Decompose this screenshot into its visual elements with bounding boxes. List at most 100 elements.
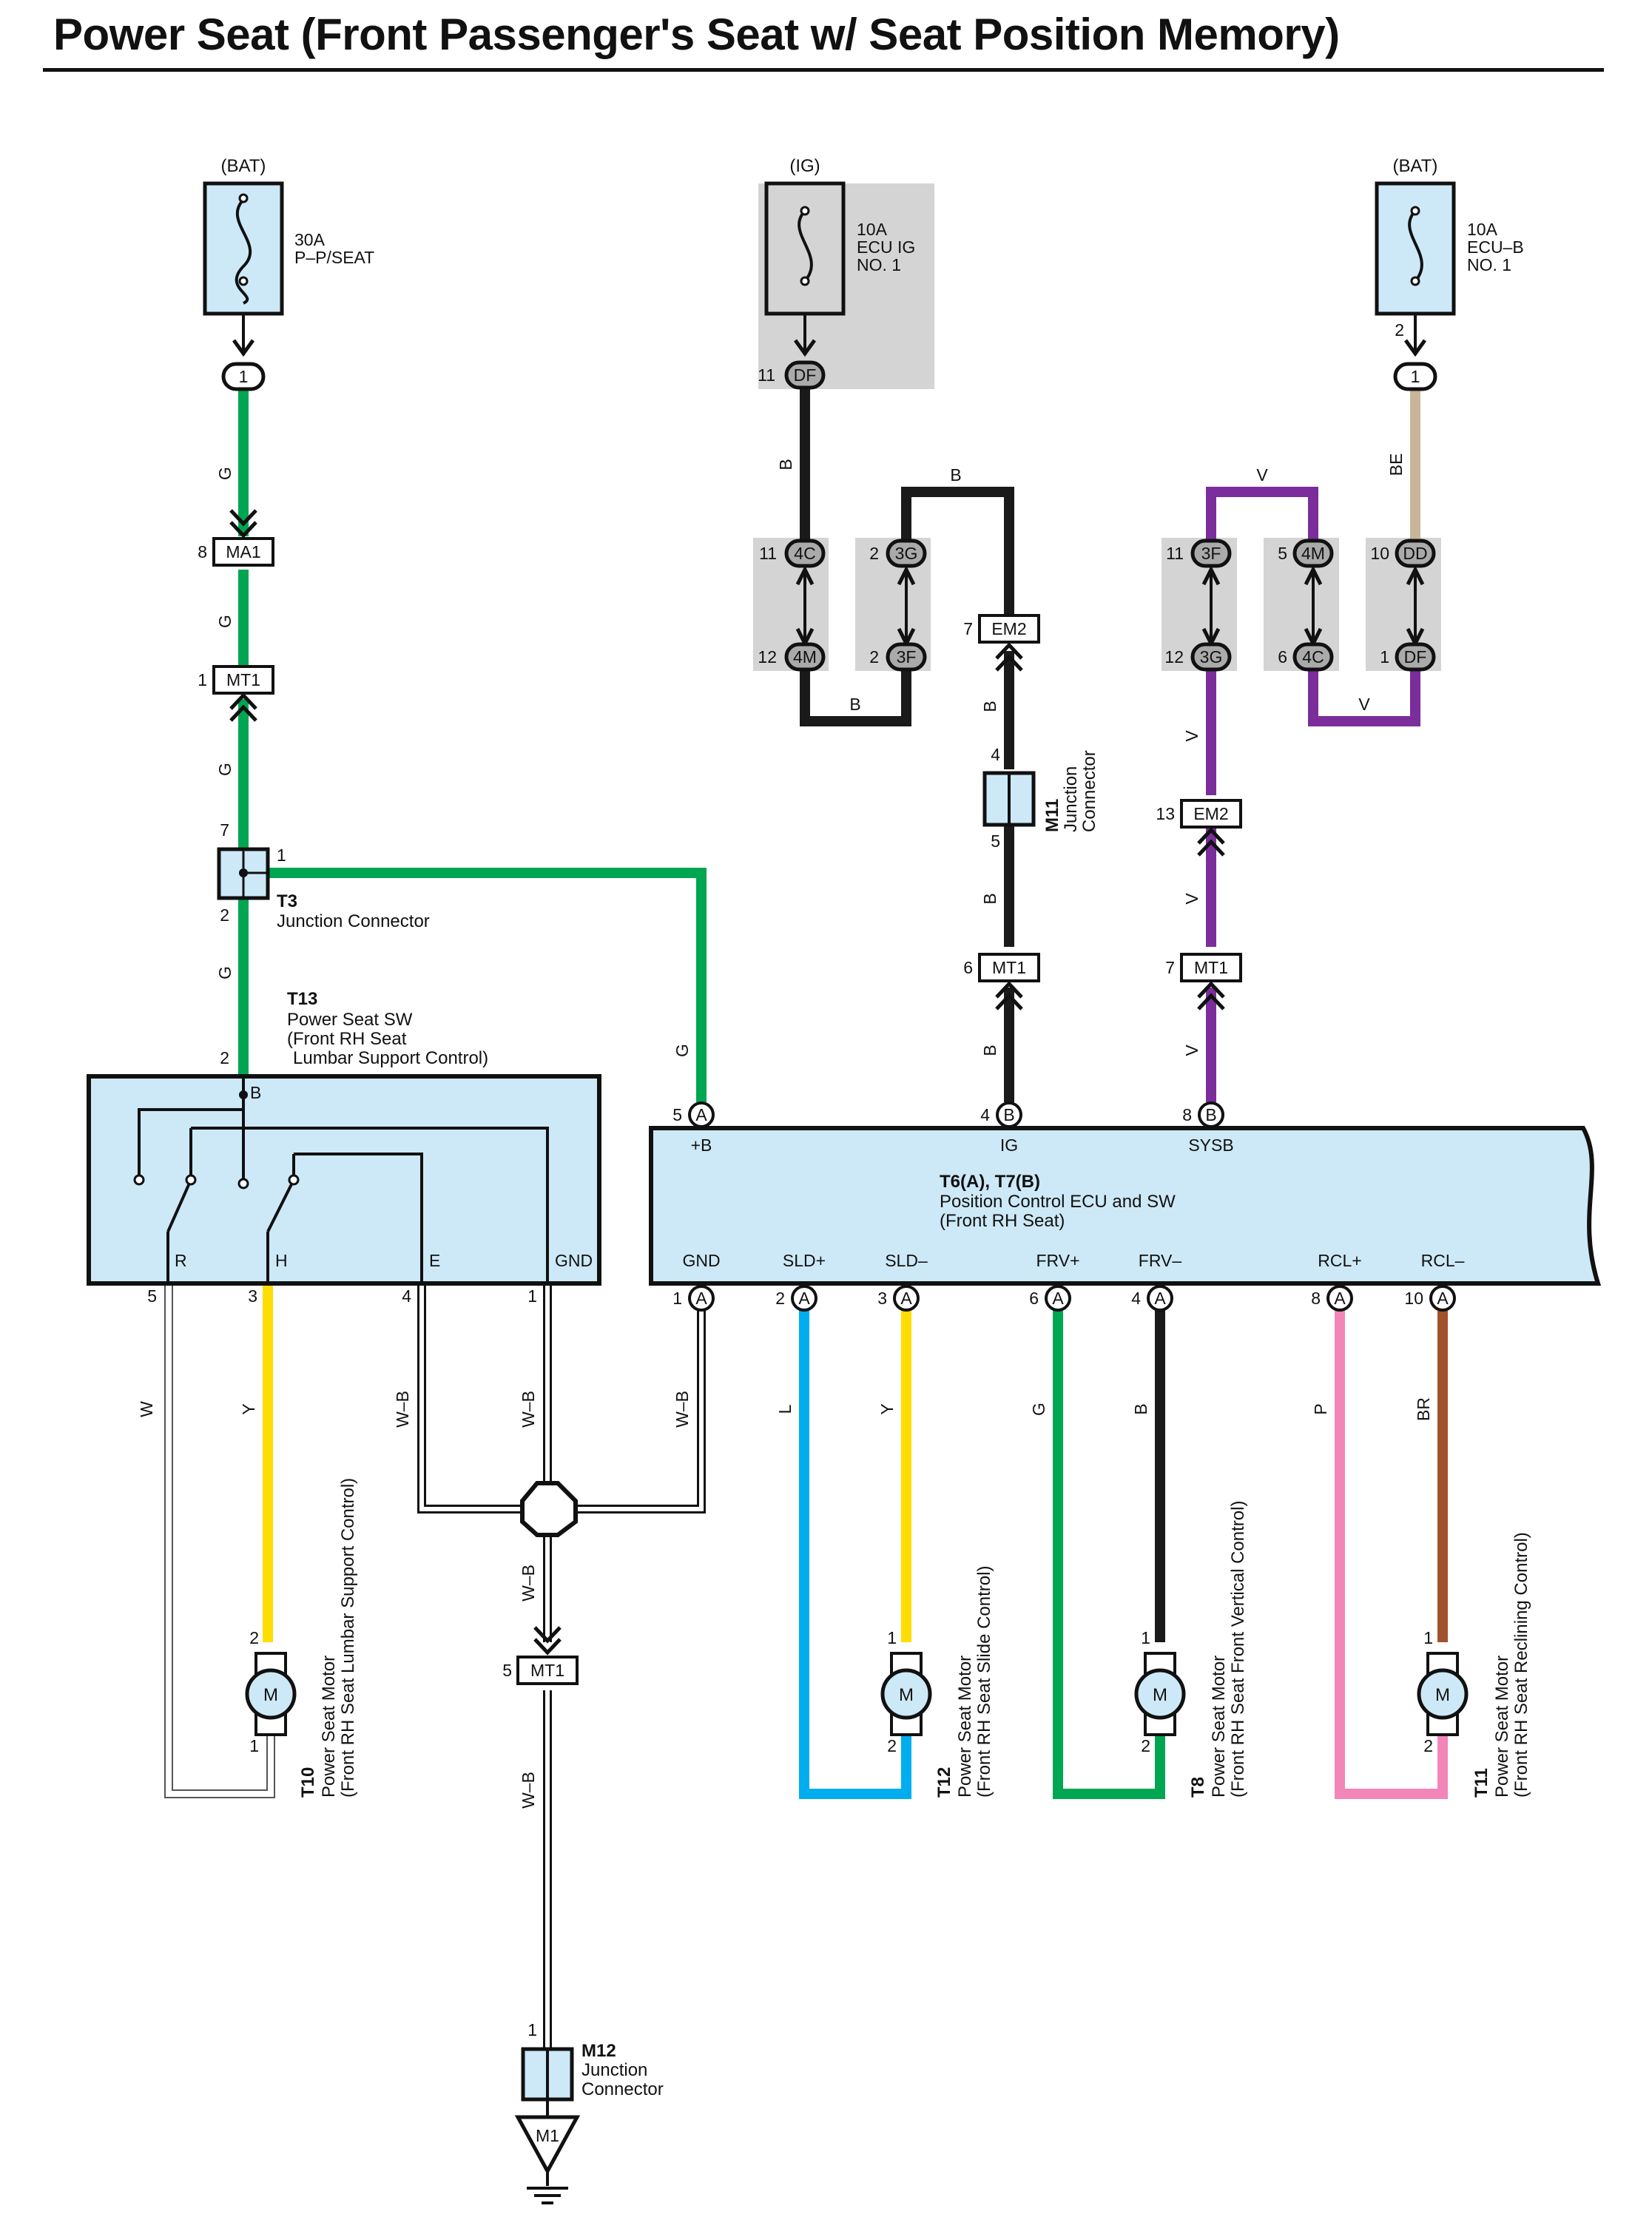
position-control-ecu: T6(A), T7(B) Position Control ECU and SW… (649, 1126, 1602, 1286)
svg-text:Power Seat Motor: Power Seat Motor (1492, 1656, 1512, 1798)
svg-text:Power Seat SW: Power Seat SW (287, 1010, 413, 1030)
svg-text:Y: Y (239, 1403, 258, 1414)
svg-text:V: V (1358, 695, 1370, 714)
pair-3g-3f: 3G 2 3F 2 (869, 539, 927, 672)
svg-text:T3: T3 (277, 891, 297, 911)
svg-text:5: 5 (672, 1105, 682, 1124)
svg-text:MT1: MT1 (226, 670, 260, 689)
svg-text:8: 8 (1311, 1289, 1321, 1308)
svg-text:(Front RH Seat Front Vertical: (Front RH Seat Front Vertical Control) (1228, 1501, 1248, 1798)
svg-text:FRV–: FRV– (1139, 1251, 1182, 1270)
svg-text:M1: M1 (536, 2126, 559, 2145)
svg-text:2: 2 (1141, 1736, 1150, 1755)
motor-lumbar: M 2 1 (245, 1628, 297, 1755)
svg-text:ECU–B: ECU–B (1467, 237, 1524, 257)
svg-text:(Front RH Seat Reclining Contr: (Front RH Seat Reclining Control) (1511, 1532, 1531, 1798)
svg-text:(BAT): (BAT) (221, 156, 266, 176)
svg-text:5: 5 (1278, 544, 1287, 563)
page-title: Power Seat (Front Passenger's Seat w/ Se… (53, 10, 1340, 59)
svg-text:SLD–: SLD– (885, 1251, 928, 1270)
title-underline (43, 68, 1604, 72)
motor-label-reclining: T11 Power Seat Motor (Front RH Seat Recl… (1471, 1532, 1531, 1798)
svg-text:G: G (1029, 1403, 1048, 1416)
svg-text:ECU IG: ECU IG (857, 237, 915, 257)
motor-reclining: M 1 2 (1417, 1628, 1469, 1755)
svg-text:B: B (980, 701, 999, 712)
svg-text:11: 11 (759, 544, 777, 563)
wire-slide (799, 1302, 911, 1799)
svg-text:5: 5 (991, 831, 1000, 851)
svg-text:1: 1 (198, 670, 207, 689)
t13-power-seat-switch: T13 Power Seat SW (Front RH Seat Lumbar … (87, 989, 601, 1306)
svg-text:B: B (1003, 1105, 1014, 1124)
svg-text:EM2: EM2 (1193, 804, 1228, 823)
svg-text:B: B (250, 1083, 261, 1102)
svg-text:MT1: MT1 (530, 1661, 564, 1680)
svg-text:Junction: Junction (1061, 766, 1081, 832)
pin-ecu-ig-df: DF 11 (758, 339, 826, 390)
svg-text:4C: 4C (1302, 647, 1324, 667)
svg-text:MA1: MA1 (226, 542, 260, 561)
svg-text:A: A (695, 1105, 707, 1124)
svg-text:1: 1 (527, 1286, 537, 1306)
m11-junction-connector: 4 5 M11 Junction Connector (982, 745, 1099, 851)
svg-text:E: E (429, 1251, 440, 1270)
svg-text:M: M (1435, 1685, 1450, 1705)
ecu-pin-frv-plus: FRV+ A 6 (1029, 1251, 1080, 1312)
fuse-ecu-b: (BAT) 10A ECU–B NO. 1 (1375, 156, 1524, 355)
svg-text:T6(A), T7(B): T6(A), T7(B) (940, 1172, 1040, 1192)
svg-text:3F: 3F (897, 647, 917, 667)
ig-fuse-shade (758, 183, 934, 389)
ground-splice (520, 1481, 578, 1537)
svg-text:B: B (776, 459, 795, 470)
svg-text:P: P (1311, 1403, 1330, 1414)
svg-text:3G: 3G (1200, 647, 1223, 667)
svg-text:4M: 4M (793, 647, 817, 667)
svg-text:2: 2 (249, 1628, 259, 1647)
svg-text:(BAT): (BAT) (1393, 156, 1438, 176)
motor-label-lumbar: T10 Power Seat Motor (Front RH Seat Lumb… (298, 1478, 358, 1798)
svg-text:1: 1 (239, 367, 249, 386)
svg-text:V: V (1182, 730, 1201, 742)
svg-text:A: A (798, 1289, 810, 1308)
svg-text:NO. 1: NO. 1 (857, 255, 901, 274)
svg-text:IG: IG (1000, 1136, 1018, 1155)
svg-text:R: R (175, 1251, 187, 1270)
svg-text:1: 1 (1141, 1628, 1150, 1647)
svg-text:L: L (775, 1404, 795, 1414)
svg-text:1: 1 (887, 1628, 897, 1647)
wire-g-main (238, 388, 707, 1102)
svg-text:2: 2 (887, 1736, 897, 1755)
ecu-pin-ig: B 4 IG (980, 1101, 1022, 1155)
svg-text:G: G (215, 615, 235, 628)
svg-text:MT1: MT1 (992, 958, 1026, 977)
svg-text:BE: BE (1386, 453, 1406, 476)
svg-text:1: 1 (1423, 1628, 1433, 1647)
svg-text:4: 4 (1131, 1289, 1141, 1308)
svg-text:13: 13 (1156, 804, 1175, 823)
wire-b-ig (800, 385, 1014, 1102)
pair-dd-df: DD 10 DF 1 (1370, 539, 1436, 672)
svg-text:2: 2 (1423, 1736, 1433, 1755)
svg-text:Y: Y (877, 1403, 897, 1414)
svg-text:(Front RH Seat Lumbar Support: (Front RH Seat Lumbar Support Control) (338, 1478, 358, 1798)
svg-text:RCL–: RCL– (1421, 1251, 1465, 1270)
pair-4m-4c: 4M 5 4C 6 (1278, 539, 1334, 672)
svg-text:GND: GND (682, 1251, 720, 1270)
svg-text:5: 5 (502, 1661, 512, 1680)
svg-text:V: V (1182, 893, 1201, 905)
ecu-pin-sld-minus: SLD– A 3 (877, 1251, 928, 1312)
svg-text:10A: 10A (857, 220, 888, 239)
ecu-pin-frv-minus: FRV– A 4 (1131, 1251, 1182, 1312)
svg-text:1: 1 (1411, 367, 1420, 386)
svg-text:G: G (215, 763, 235, 776)
svg-text:A: A (1437, 1289, 1449, 1308)
ecu-pin-rcl-minus: RCL– A 10 (1404, 1251, 1465, 1312)
wire-v-sysb (1206, 487, 1420, 1102)
svg-text:H: H (275, 1251, 288, 1270)
connector-mt1-c: MT1 7 (1165, 953, 1242, 1010)
svg-text:4: 4 (980, 1105, 990, 1124)
svg-text:10A: 10A (1467, 220, 1498, 239)
svg-text:6: 6 (963, 958, 973, 977)
